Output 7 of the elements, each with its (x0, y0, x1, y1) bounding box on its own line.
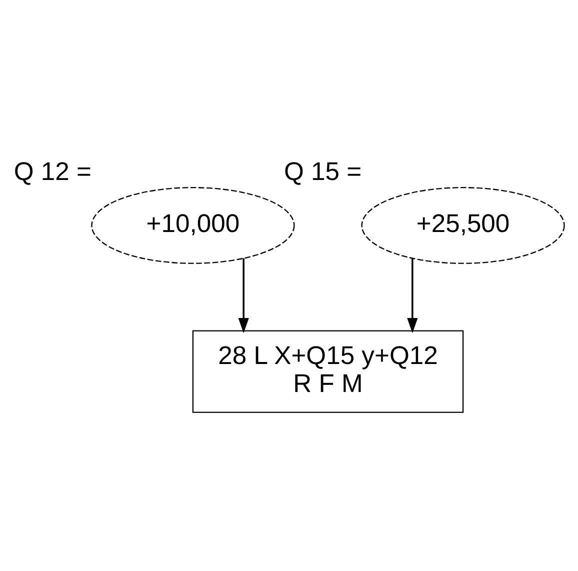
node-label: Q 12 = (14, 158, 92, 186)
arrow (238, 258, 249, 333)
node-label: Q 15 = (284, 158, 362, 186)
node-ellipse: +25,500 (361, 186, 565, 264)
node-ellipse: +10,000 (91, 186, 295, 264)
node-box: 28 L X+Q15 y+Q12 R F M (192, 330, 464, 412)
arrow (407, 258, 418, 333)
